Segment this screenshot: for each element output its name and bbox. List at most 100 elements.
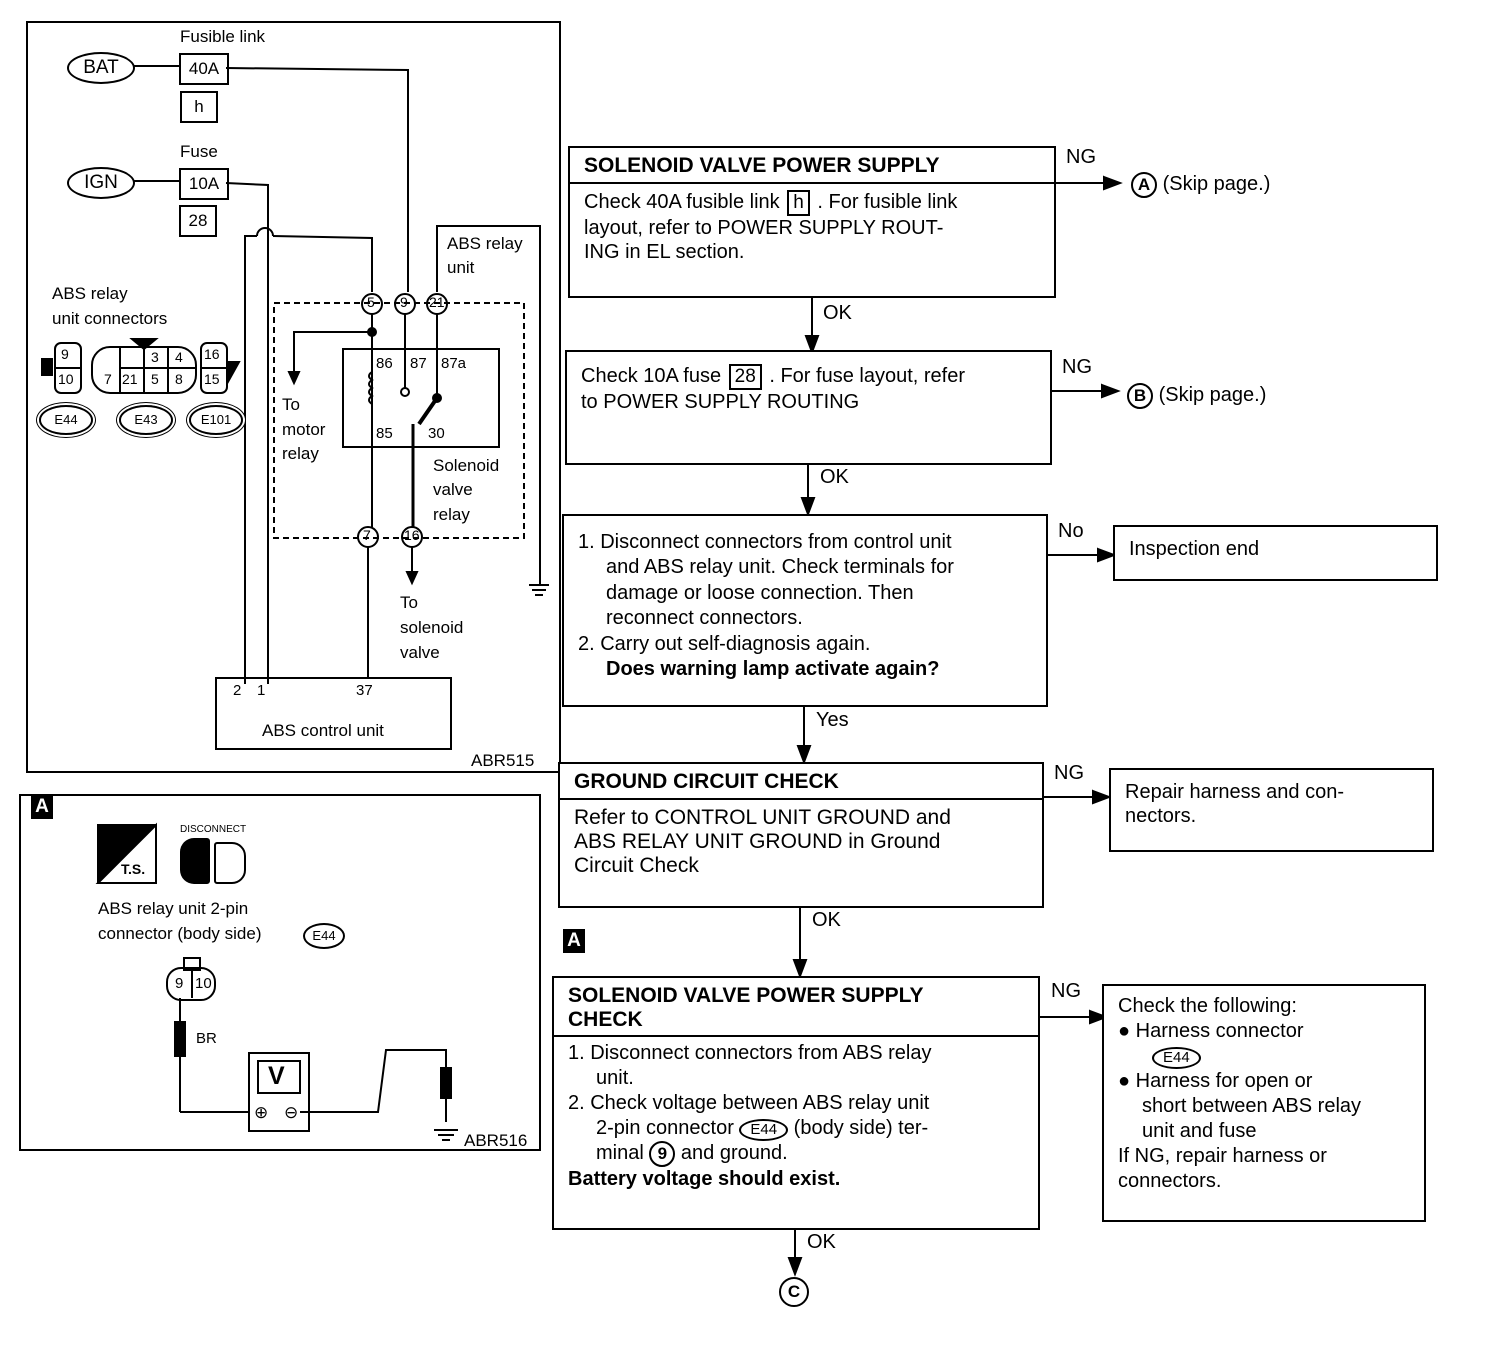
to-motor-relay-3: relay (282, 444, 319, 463)
ng5-label: NG (1051, 980, 1081, 1002)
relay-pin-87: 87 (410, 355, 427, 372)
step5-title-2: CHECK (568, 1007, 643, 1031)
step5-item2b-post: (body side) ter- (788, 1117, 929, 1140)
out2: B (Skip page.) (1127, 383, 1266, 409)
connector-id-e43: E43 (119, 405, 173, 435)
fuse-10a: 10A (179, 168, 229, 200)
step3-body: 1. Disconnect connectors from control un… (564, 516, 1046, 688)
test-panel-code: ABR516 (464, 1131, 528, 1150)
fuse-label: Fuse (180, 142, 218, 161)
bat-terminal: BAT (67, 52, 135, 84)
e44-pin-9: 9 (61, 346, 69, 362)
step1-fusible-link-id: h (787, 189, 810, 216)
step2-line2: to POWER SUPPLY ROUTING (581, 391, 860, 413)
off-page-c-circle: C (779, 1277, 809, 1307)
e43-pin-4: 4 (175, 349, 183, 365)
e43-pin-7: 7 (104, 371, 112, 387)
e43-pin-21: 21 (122, 371, 138, 387)
solenoid-valve-relay-3: relay (433, 505, 470, 524)
repair-harness-box: Repair harness and con- nectors. (1109, 768, 1434, 852)
connector-title-1: ABS relay unit 2-pin (98, 899, 249, 918)
step5-item2b-pre: 2-pin connector (596, 1117, 740, 1140)
out5-bullet1: Harness connector (1135, 1020, 1304, 1042)
ng1-label: NG (1066, 146, 1096, 168)
ts-label: T.S. (121, 861, 146, 877)
abs-relay-unit-label-1: ABS relay (447, 234, 523, 253)
step5-item2c-pre: minal (596, 1142, 650, 1165)
out1-text: (Skip page.) (1162, 173, 1271, 195)
ok5-label: OK (807, 1231, 836, 1253)
terminal-7: 7 (363, 527, 371, 543)
solenoid-valve-relay-1: Solenoid (433, 456, 500, 475)
test-pin-10: 10 (195, 975, 212, 992)
off-page-b: B (1127, 383, 1153, 409)
step1-line1a: Check 40A fusible link (584, 190, 786, 213)
test-pin-9: 9 (175, 975, 184, 992)
fusible-link-40a: 40A (179, 53, 229, 85)
step3-question: Does warning lamp activate again? (606, 657, 940, 680)
off-page-a: A (1131, 172, 1157, 198)
connector-id-e101: E101 (189, 405, 243, 435)
e44-pin-10: 10 (58, 371, 74, 387)
to-solenoid-valve-3: valve (400, 643, 440, 662)
step4-title: GROUND CIRCUIT CHECK (560, 764, 1042, 800)
step5-item2-1: 2. Check voltage between ABS relay unit (568, 1092, 930, 1115)
step4-box: GROUND CIRCUIT CHECK Refer to CONTROL UN… (558, 762, 1044, 908)
out5-tail-2: connectors. (1118, 1170, 1222, 1192)
yes3-label: Yes (816, 709, 849, 731)
control-unit-pin-37: 37 (356, 682, 373, 699)
fusible-link-id: h (180, 91, 218, 123)
to-solenoid-valve-1: To (400, 593, 418, 612)
abs-relay-unit-label-2: unit (447, 258, 475, 277)
step5-item1-1: 1. Disconnect connectors from ABS relay (568, 1042, 932, 1065)
step3-box: 1. Disconnect connectors from control un… (562, 514, 1048, 707)
wire-color: BR (196, 1030, 217, 1047)
check-following-box: Check the following: ● Harness connector… (1102, 984, 1426, 1222)
e101-pin-16: 16 (204, 346, 220, 362)
connectors-title-1: ABS relay (52, 284, 128, 303)
step1-title: SOLENOID VALVE POWER SUPPLY (570, 148, 1054, 184)
schematic-frame (26, 21, 561, 773)
step5-connector-id: E44 (739, 1119, 789, 1142)
connectors-title-2: unit connectors (52, 309, 168, 328)
step4-line1: Refer to CONTROL UNIT GROUND and (574, 805, 951, 829)
relay-pin-87a: 87a (441, 355, 467, 372)
inspection-end-box: Inspection end (1113, 525, 1438, 581)
step2-body: Check 10A fuse 28 . For fuse layout, ref… (567, 352, 1050, 420)
out4-text: Repair harness and con- nectors. (1111, 770, 1432, 835)
step3-item2: 2. Carry out self-diagnosis again. (578, 632, 871, 655)
solenoid-valve-relay-2: valve (433, 480, 473, 499)
step2-box: Check 10A fuse 28 . For fuse layout, ref… (565, 350, 1052, 465)
out5-tail-1: If NG, repair harness or (1118, 1145, 1327, 1167)
terminal-5: 5 (367, 294, 375, 310)
ng2-label: NG (1062, 356, 1092, 378)
step4-line3: Circuit Check (574, 853, 699, 877)
connector-title-2: connector (body side) (98, 924, 262, 943)
test-panel-frame (19, 794, 541, 1151)
out5-body: Check the following: ● Harness connector… (1104, 986, 1424, 1200)
step2-line1b: . For fuse layout, refer (763, 365, 965, 387)
step5-title: SOLENOID VALVE POWER SUPPLY CHECK (554, 978, 1038, 1038)
step3-item1-1: 1. Disconnect connectors from control un… (578, 531, 952, 553)
off-page-c: C (779, 1277, 809, 1307)
step1-line2: layout, refer to POWER SUPPLY ROUT- (584, 216, 944, 239)
control-unit-pin-1: 1 (257, 682, 266, 699)
step4-body: Refer to CONTROL UNIT GROUND and ABS REL… (560, 800, 1042, 884)
test-panel-tag: A (31, 795, 53, 819)
out4-line2: nectors. (1125, 805, 1197, 828)
ok2-label: OK (820, 466, 849, 488)
step4-line2: ABS RELAY UNIT GROUND in Ground (574, 829, 941, 853)
control-unit-pin-2: 2 (233, 682, 242, 699)
disconnect-plug-icon (180, 838, 210, 884)
step5-item1-2: unit. (596, 1067, 634, 1090)
ok1-label: OK (823, 302, 852, 324)
schematic-code: ABR515 (471, 751, 535, 770)
out5-bullet2-2: short between ABS relay (1142, 1095, 1362, 1117)
step1-line3: ING in EL section. (584, 240, 745, 263)
ng4-label: NG (1054, 762, 1084, 784)
disconnect-label: DISCONNECT (180, 824, 247, 835)
disconnect-socket-icon (214, 842, 246, 884)
meter-plus-terminal: ⊕ (254, 1103, 269, 1122)
out4-line1: Repair harness and con- (1125, 781, 1345, 803)
